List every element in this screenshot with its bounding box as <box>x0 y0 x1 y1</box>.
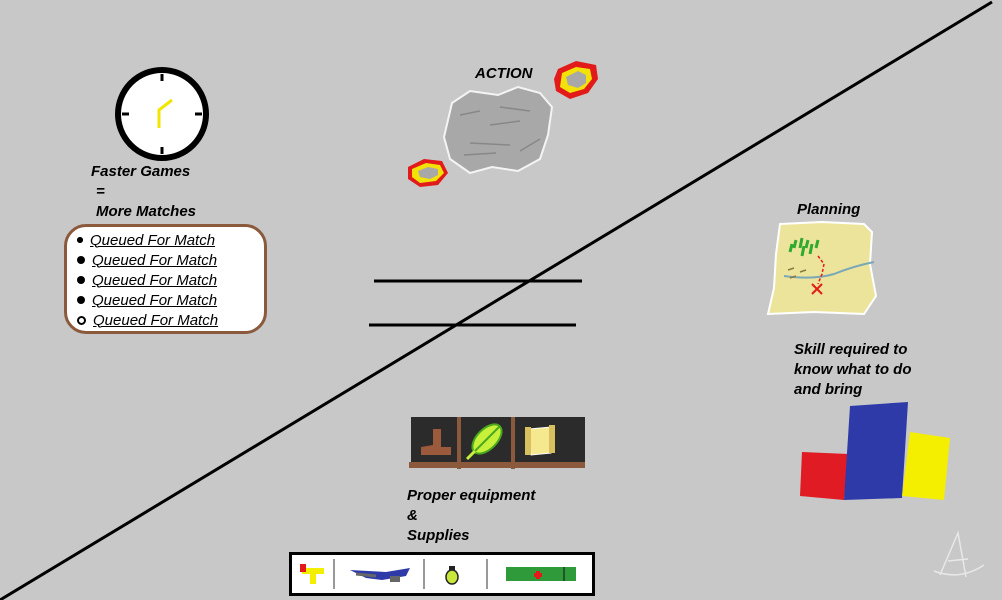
faster-games-label: Faster Games <box>91 163 191 180</box>
rock-cluster-icon <box>400 55 605 195</box>
skill-line1: Skill required to <box>794 341 908 358</box>
bullet-icon <box>77 276 85 284</box>
action-label: ACTION <box>475 65 533 82</box>
skill-line3: and bring <box>794 381 863 398</box>
queue-item-label[interactable]: Queued For Match <box>92 271 218 289</box>
equals-label: = <box>96 183 105 200</box>
equipment-line2: & <box>407 507 418 524</box>
treasure-map-icon <box>764 218 880 318</box>
queue-item[interactable]: Queued For Match <box>77 270 217 290</box>
queue-item-label[interactable]: Queued For Match <box>90 231 216 249</box>
bullet-icon <box>77 315 86 325</box>
queue-item-label[interactable]: Queued For Match <box>92 291 218 309</box>
queue-item[interactable]: Queued For Match <box>77 290 217 310</box>
supply-bar <box>289 552 595 596</box>
equipment-line3: Supplies <box>407 527 470 544</box>
clock-icon <box>114 66 210 162</box>
bullet-icon <box>77 237 83 243</box>
planning-label: Planning <box>797 201 861 218</box>
queue-item-label[interactable]: Queued For Match <box>92 251 218 269</box>
boot-icon[interactable] <box>415 423 455 459</box>
queue-item[interactable]: Queued For Match <box>77 250 217 270</box>
equipment-panel <box>409 417 585 469</box>
equipment-line1: Proper equipment <box>407 487 536 504</box>
leaf-sword-icon[interactable] <box>461 419 509 463</box>
rifle-icon[interactable] <box>346 560 416 588</box>
medkit-icon[interactable] <box>506 565 578 583</box>
signature-mark <box>920 525 990 585</box>
gun-icon[interactable] <box>296 560 330 588</box>
color-blocks-icon <box>798 400 954 504</box>
queue-item[interactable]: Queued For Match <box>77 310 218 330</box>
scroll-icon[interactable] <box>521 423 563 461</box>
queue-item-label[interactable]: Queued For Match <box>93 311 219 329</box>
bullet-icon <box>77 296 85 304</box>
bullet-icon <box>77 256 85 264</box>
more-matches-label: More Matches <box>96 203 197 220</box>
queue-item[interactable]: Queued For Match <box>77 230 215 250</box>
skill-line2: know what to do <box>794 361 912 378</box>
queue-list: Queued For Match Queued For Match Queued… <box>64 224 267 334</box>
grenade-icon[interactable] <box>440 561 464 587</box>
